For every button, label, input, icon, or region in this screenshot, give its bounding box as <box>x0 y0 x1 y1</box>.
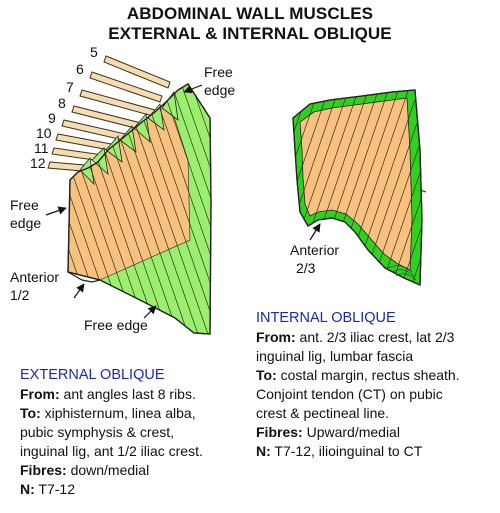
fibre-line <box>293 90 321 285</box>
fibre-line <box>379 90 422 285</box>
fibre-line <box>149 84 211 334</box>
fibre-line <box>139 84 211 334</box>
rib-number-8: 8 <box>58 95 66 111</box>
rib-5 <box>103 55 171 89</box>
rib-numbers: 5 6 7 8 9 10 11 12 <box>30 44 98 171</box>
fibre-line <box>399 90 422 285</box>
label-anterior-half-line1: Anterior <box>10 269 59 285</box>
to-label: To: <box>20 405 41 421</box>
nerve-text: T7-12 <box>34 481 75 497</box>
rib-number-12: 12 <box>30 155 46 171</box>
from-label: From: <box>20 386 60 402</box>
nerve-label: N: <box>256 443 271 459</box>
fibre-line <box>179 84 211 334</box>
fibre-line <box>480 85 500 290</box>
rib-number-5: 5 <box>90 44 98 60</box>
external-oblique-description: EXTERNAL OBLIQUE From: ant angles last 8… <box>20 366 270 499</box>
label-free-edge-top-line1: Free <box>204 64 233 80</box>
external-fibres-line: Fibres: down/medial <box>20 461 270 480</box>
fibre-line <box>189 84 211 334</box>
arrow-free-edge-top <box>183 84 203 94</box>
from-text: ant angles last 8 ribs. <box>59 386 196 402</box>
fibre-line <box>389 90 422 285</box>
fibres-text: down/medial <box>66 462 150 478</box>
internal-oblique-heading: INTERNAL OBLIQUE <box>256 310 396 326</box>
arrow-free-edge-bottom <box>143 305 157 319</box>
label-free-edge-left-line2: edge <box>10 215 41 231</box>
rib-number-7: 7 <box>66 79 74 95</box>
rib-6 <box>89 71 163 103</box>
internal-oblique-description: INTERNAL OBLIQUE From: ant. 2/3 iliac cr… <box>256 309 496 461</box>
arrow-anterior-half <box>73 283 85 299</box>
external-to-line-1: To: xiphisternum, linea alba, <box>20 404 270 423</box>
internal-nerve-line: N: T7-12, ilioinguinal to CT <box>256 442 496 461</box>
fibre-line <box>159 84 211 334</box>
to-text: costal margin, rectus sheath. <box>276 367 460 383</box>
label-anterior-two-thirds-line2: 2/3 <box>296 260 316 276</box>
rib-number-6: 6 <box>76 61 84 77</box>
fibre-line <box>490 85 500 290</box>
fibre-line <box>0 80 10 340</box>
arrow-anterior-two-thirds <box>309 223 321 241</box>
fibres-label: Fibres: <box>256 424 303 440</box>
internal-to-line-1: To: costal margin, rectus sheath. <box>256 366 496 385</box>
internal-oblique-drawing: Anterior 2/3 <box>290 85 500 290</box>
internal-to-line-2: Conjoint tendon (CT) on pubic <box>256 386 443 402</box>
external-oblique-drawing: 5 6 7 8 9 10 11 12 Free edge Free edge A… <box>0 44 235 340</box>
fibre-line <box>419 90 422 285</box>
ribs <box>47 55 171 173</box>
external-to-line-3: inguinal lig, ant 1/2 iliac crest. <box>20 443 203 459</box>
internal-to-line-3: crest & pectineal line. <box>256 405 390 421</box>
page-title-line-2: EXTERNAL & INTERNAL OBLIQUE <box>108 24 392 43</box>
fibre-line <box>293 90 351 285</box>
external-to-line-2: pubic symphysis & crest, <box>20 424 175 440</box>
label-anterior-half-line2: 1/2 <box>10 287 30 303</box>
fibre-line <box>209 84 211 334</box>
from-label: From: <box>256 329 296 345</box>
label-free-edge-top-line2: edge <box>204 82 235 98</box>
fibre-line <box>430 85 500 290</box>
fibre-line <box>129 84 211 334</box>
page-title-line-1: ABDOMINAL WALL MUSCLES <box>126 4 374 23</box>
fibre-line <box>293 90 341 285</box>
internal-from-line-2: inguinal lig, lumbar fascia <box>256 348 414 364</box>
fibre-line <box>460 85 500 290</box>
external-oblique-heading: EXTERNAL OBLIQUE <box>20 367 165 383</box>
fibres-label: Fibres: <box>20 462 67 478</box>
nerve-text: T7-12, ilioinguinal to CT <box>270 443 423 459</box>
to-text: xiphisternum, linea alba, <box>40 405 196 421</box>
to-label: To: <box>256 367 277 383</box>
fibre-line <box>450 85 500 290</box>
fibres-text: Upward/medial <box>302 424 400 440</box>
muscle-slips <box>79 90 179 186</box>
fibre-line <box>470 85 500 290</box>
internal-fibres-line: Fibres: Upward/medial <box>256 423 496 442</box>
fibre-line <box>369 90 422 285</box>
external-from-line: From: ant angles last 8 ribs. <box>20 385 270 404</box>
fibre-line <box>169 84 211 334</box>
rib-number-9: 9 <box>48 110 56 126</box>
fibre-line <box>293 90 311 285</box>
external-nerve-line: N: T7-12 <box>20 480 270 499</box>
fibre-line <box>199 84 211 334</box>
label-free-edge-left-line1: Free <box>10 197 39 213</box>
fibre-line <box>440 85 500 290</box>
nerve-label: N: <box>20 481 35 497</box>
internal-from-line-1: From: ant. 2/3 iliac crest, lat 2/3 <box>256 328 496 347</box>
from-text: ant. 2/3 iliac crest, lat 2/3 <box>295 329 455 345</box>
rib-number-11: 11 <box>34 140 49 156</box>
arrow-free-edge-left <box>45 206 67 216</box>
label-anterior-two-thirds-line1: Anterior <box>290 242 339 258</box>
rib-number-10: 10 <box>36 125 52 141</box>
label-free-edge-bottom: Free edge <box>84 317 148 333</box>
